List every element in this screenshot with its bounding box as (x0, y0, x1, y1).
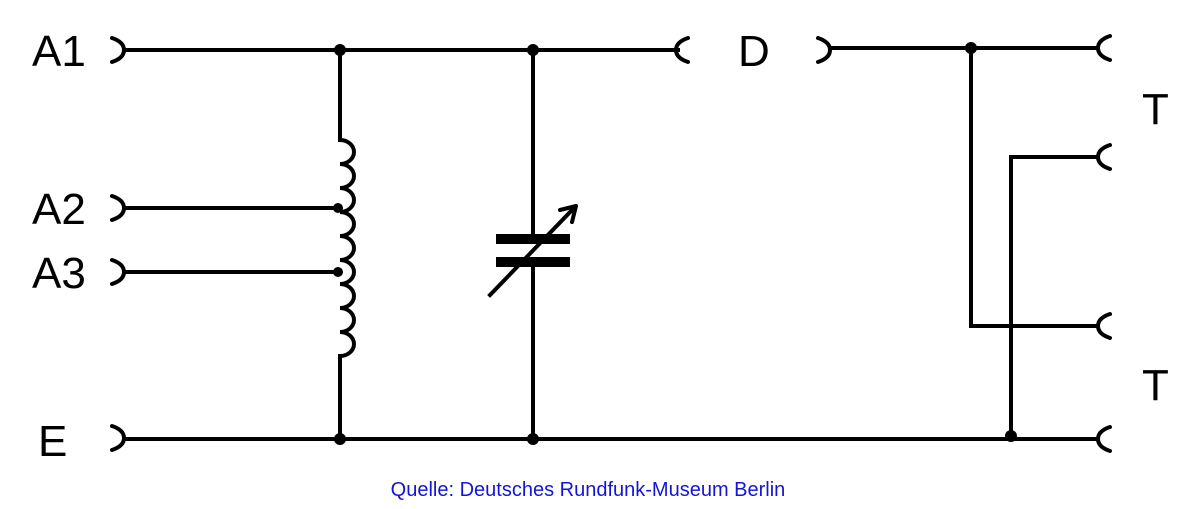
junction-d-split (965, 42, 977, 54)
junction-bottom-cap (527, 433, 539, 445)
junction-bottom-coil (334, 433, 346, 445)
source-credit: Quelle: Deutsches Rundfunk-Museum Berlin (391, 479, 786, 501)
capacitor-arrow-head (558, 204, 578, 224)
label-a2: A2 (32, 185, 86, 234)
capacitor-plate-bottom (496, 257, 570, 267)
terminal-right-4 (1096, 425, 1112, 453)
junction-top-cap (527, 44, 539, 56)
label-t-top: T (1142, 85, 1169, 134)
terminal-d-left (674, 36, 690, 64)
inductor-coil (338, 138, 356, 358)
label-e: E (38, 417, 67, 466)
label-d: D (738, 27, 770, 76)
terminal-right-3 (1096, 312, 1112, 340)
capacitor-plate-top (496, 234, 570, 244)
junction-tap-a2 (333, 203, 343, 213)
label-t-bottom: T (1142, 361, 1169, 410)
label-a3: A3 (32, 249, 86, 298)
junction-top-coil (334, 44, 346, 56)
junction-bottom-right (1005, 430, 1017, 442)
terminal-right-1 (1096, 34, 1112, 62)
terminal-right-2 (1096, 143, 1112, 171)
capacitor-variable-arrow (487, 205, 577, 298)
junction-tap-a3 (333, 267, 343, 277)
label-a1: A1 (32, 27, 86, 76)
